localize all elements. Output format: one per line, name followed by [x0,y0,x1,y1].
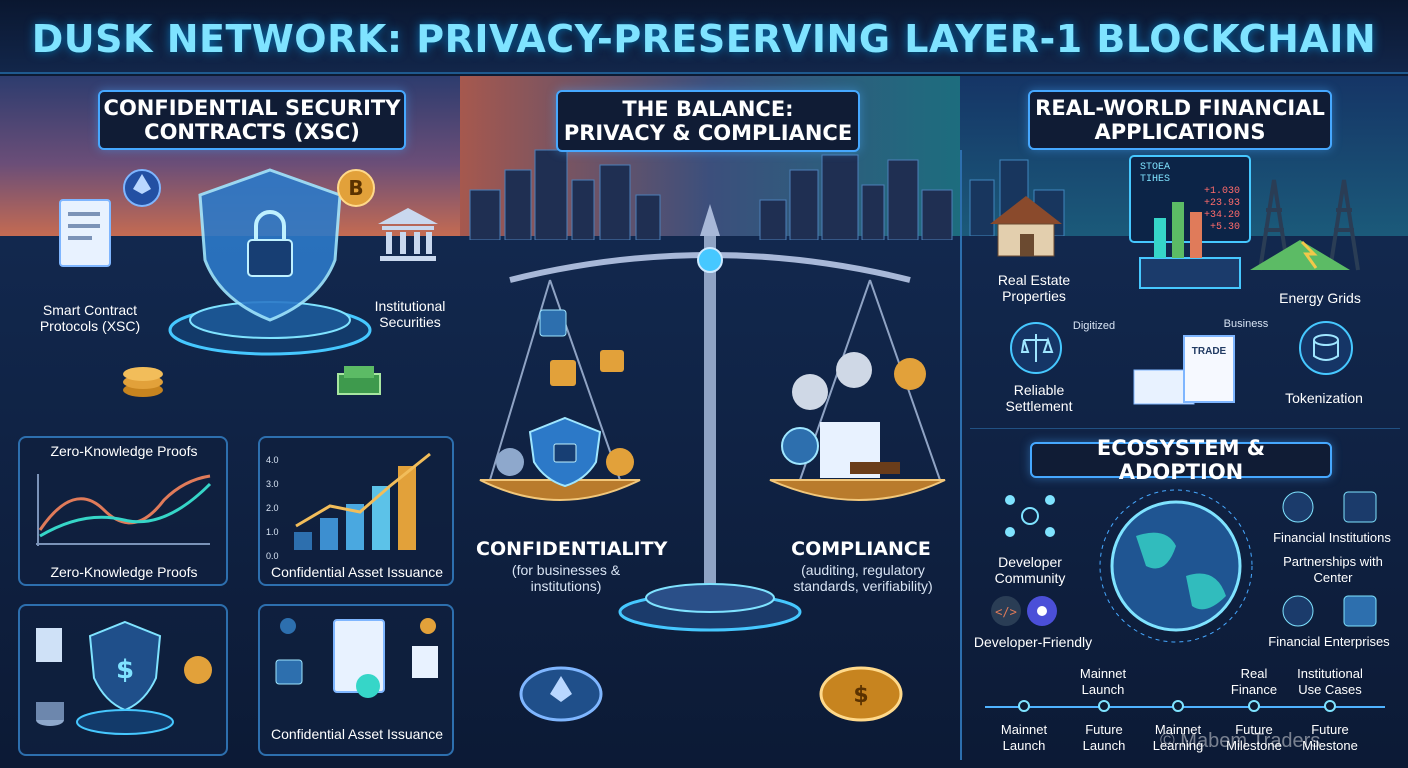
financial-institutions-label: Financial Institutions [1273,530,1391,545]
document-contract-icon [59,199,111,267]
svg-text:</>: </> [995,605,1017,619]
compliance-subtext: (auditing, regulatory standards, verifia… [793,562,933,594]
zkp-bottom-label: Zero-Knowledge Proofs [50,564,198,580]
zkp-curve-illustration [36,474,212,546]
axis-tick: 0.0 [266,551,279,561]
timeline-bottom-label: Mainnet Launch [1000,722,1048,753]
power-tower-illustration [1250,179,1360,271]
network-nodes-icon [1005,495,1055,537]
chart-axis-ticks: 4.0 3.0 2.0 1.0 0.0 [266,452,290,572]
digitized-label: Digitized [1072,320,1116,332]
monitor-line: +1.030 [1203,186,1240,197]
zkp-panel [18,436,228,586]
monitor-line: STOEA [1140,162,1171,173]
trading-monitor-illustration [1129,155,1251,289]
section-label-real-world-line2: APPLICATIONS [1094,120,1266,144]
developer-friendly-label: Developer-Friendly [973,634,1093,650]
trade-label: TRADE [1191,346,1227,357]
timeline-dot [1018,700,1030,712]
code-and-gear-icons: </> [991,596,1057,626]
globe-illustration [1099,489,1253,643]
partnerships-label: Partnerships with Center [1283,554,1383,585]
ethereum-disc-icon [519,666,603,722]
timeline-bottom-label: Future Milestone [1226,722,1282,753]
section-label-real-world: REAL-WORLD FINANCIAL APPLICATIONS [1028,90,1332,150]
monitor-line: +34.20 [1203,210,1240,221]
axis-tick: 3.0 [266,479,279,489]
timeline-top-label: Mainnet Launch [1079,666,1127,697]
institutional-securities-label: Institutional Securities [374,298,446,330]
city-skyline-illustration [469,149,953,240]
timeline-bottom-label: Future Launch [1082,722,1126,753]
section-label-ecosystem: ECOSYSTEM & ADOPTION [1030,436,1332,484]
enterprise-icons [1282,595,1377,627]
axis-tick: 1.0 [266,527,279,537]
smart-contract-label: Smart Contract Protocols (XSC) [39,302,141,334]
real-estate-label: Real Estate Properties [997,272,1071,304]
tokenization-database-icon [1299,321,1353,375]
section-label-xsc-text: CONFIDENTIAL SECURITY CONTRACTS (XSC) [103,96,401,144]
gold-coin-disc-icon: $ [819,666,903,722]
zkp-top-label: Zero-Knowledge Proofs [50,443,198,459]
scale-settlement-icon [1010,322,1062,374]
timeline-dot [1248,700,1260,712]
confidentiality-subtext: (for businesses & institutions) [511,562,621,594]
watermark: © Mabem Traders [1160,730,1321,752]
timeline-line [985,706,1385,708]
financial-enterprises-label: Financial Enterprises [1268,634,1390,649]
axis-tick: 4.0 [266,455,279,465]
timeline-dot [1324,700,1336,712]
section-label-balance-line1: THE BALANCE: [622,97,794,121]
bitcoin-coin-icon: B [337,169,375,207]
section-label-balance-line2: PRIVACY & COMPLIANCE [563,121,853,145]
compliance-heading: COMPLIANCE [791,538,931,560]
reliable-settlement-label: Reliable Settlement [1005,382,1073,414]
dollar-platform-illustration: $ [36,620,212,735]
monitor-line: +5.30 [1209,222,1240,233]
section-label-xsc: CONFIDENTIAL SECURITY CONTRACTS (XSC) [98,90,406,150]
confidentiality-heading: CONFIDENTIALITY [476,538,668,560]
section-label-real-world-line1: REAL-WORLD FINANCIAL [1035,96,1325,120]
monitor-readout: STOEA TIHES +1.030 +23.93 +34.20 +5.30 [1140,162,1240,234]
timeline-dot [1172,700,1184,712]
section-label-balance: THE BALANCE: PRIVACY & COMPLIANCE [556,90,860,152]
institution-icons [1282,491,1377,523]
column-divider [960,150,962,760]
timeline-top-label: Institutional Use Cases [1297,666,1363,697]
shield-lock-illustration [168,168,372,356]
header-strip [0,0,1408,74]
timeline-bottom-label: Mainnet Learning [1152,722,1204,753]
timeline-bottom-label: Future Milestone [1302,722,1358,753]
house-icon [990,196,1062,257]
asset-issuance-top-label: Confidential Asset Issuance [271,564,443,580]
developer-community-label: Developer Community [994,554,1066,586]
issuance-document-illustration [275,618,438,698]
balance-scale-illustration [479,204,946,632]
monitor-line: TIHES [1140,174,1171,185]
ethereum-coin-icon [123,169,161,207]
business-label: Business [1223,318,1269,330]
axis-tick: 2.0 [266,503,279,513]
timeline-dot [1098,700,1110,712]
bank-building-icon [378,208,438,261]
energy-grids-label: Energy Grids [1279,290,1361,306]
section-label-ecosystem-text: ECOSYSTEM & ADOPTION [1096,436,1266,484]
coin-stack-icon [123,367,163,397]
svg-text:$: $ [116,655,134,685]
page-title: DUSK NETWORK: PRIVACY-PRESERVING LAYER-1… [31,17,1377,61]
section-divider [970,428,1400,429]
asset-issuance-bottom-label: Confidential Asset Issuance [271,726,443,742]
timeline-top-label: Real Finance [1230,666,1278,697]
trade-documents-illustration [1133,335,1235,405]
tokenization-label: Tokenization [1285,390,1363,406]
monitor-line: +23.93 [1203,198,1240,209]
svg-text:$: $ [853,683,868,708]
svg-text:B: B [348,176,363,200]
bar-chart-illustration [294,452,431,550]
cash-stack-icon [337,366,381,395]
